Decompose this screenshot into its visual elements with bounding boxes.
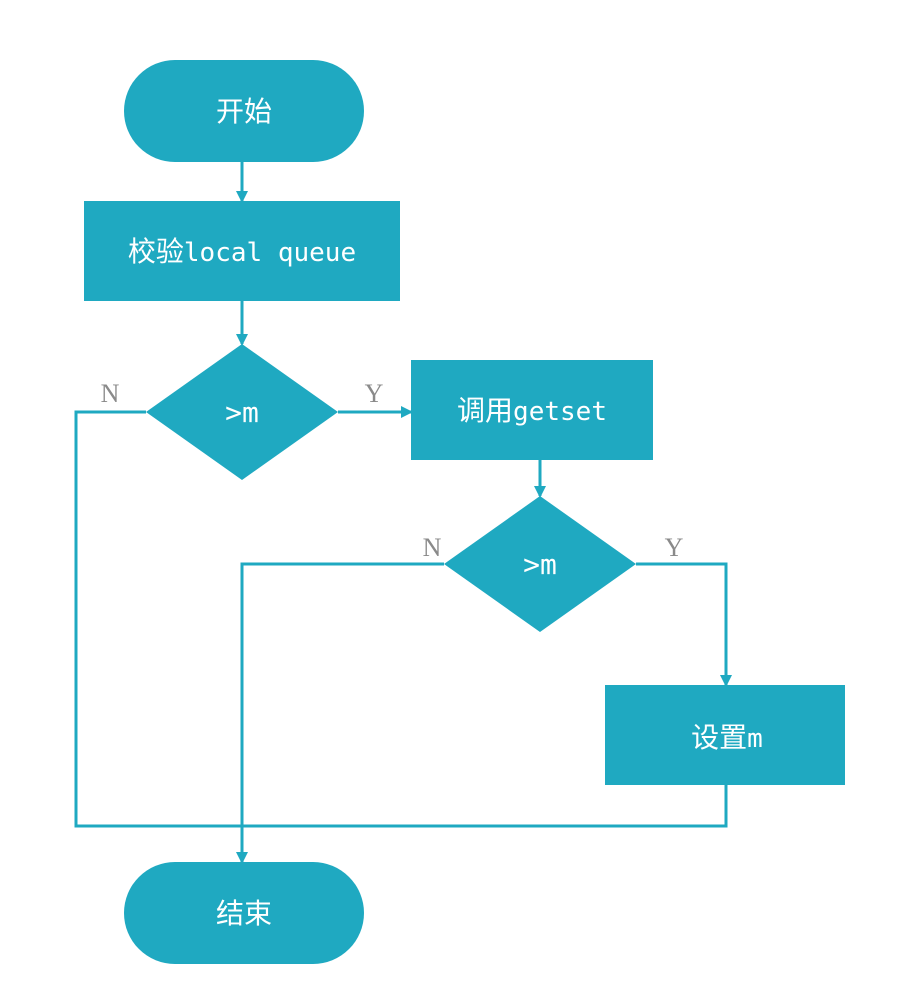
edge-set-m-merge xyxy=(242,785,728,828)
branch-label-decision1-yes: Y xyxy=(365,379,384,408)
node-start-label: 开始 xyxy=(216,95,272,128)
node-getset-label-code: getset xyxy=(513,397,607,427)
process-shape xyxy=(84,201,400,301)
branch-label-decision1-no: N xyxy=(101,379,120,408)
node-decision2-label: >m xyxy=(523,548,557,581)
node-set-m-label: 设置m xyxy=(691,721,763,754)
node-getset-label: 调用getset xyxy=(457,394,607,427)
node-set-m-label-code: m xyxy=(747,724,763,754)
node-validate-label-cn: 校验 xyxy=(128,235,184,268)
process-shape xyxy=(411,360,653,460)
node-end: 结束 xyxy=(124,862,364,964)
decision-shape xyxy=(444,496,636,632)
edge-decision1-no-loop xyxy=(74,410,242,828)
node-validate-label: 校验local queue xyxy=(128,235,356,268)
terminator-shape xyxy=(124,862,364,964)
node-set-m: 设置m xyxy=(605,685,845,785)
branch-labels: N Y N Y xyxy=(101,379,684,562)
node-start: 开始 xyxy=(124,60,364,162)
edge-decision2-no-to-end xyxy=(236,562,444,864)
node-getset: 调用getset xyxy=(411,360,653,460)
node-set-m-label-cn: 设置 xyxy=(691,721,747,754)
connectors xyxy=(74,162,732,864)
terminator-shape xyxy=(124,60,364,162)
edge-decision2-yes-to-set-m xyxy=(636,562,732,687)
node-validate-label-code: local queue xyxy=(184,238,356,268)
process-shape xyxy=(605,685,845,785)
node-getset-label-cn: 调用 xyxy=(457,394,513,427)
node-decision1-label: >m xyxy=(225,396,259,429)
node-end-label: 结束 xyxy=(216,897,272,930)
branch-label-decision2-yes: Y xyxy=(665,533,684,562)
node-validate: 校验local queue xyxy=(84,201,400,301)
branch-label-decision2-no: N xyxy=(423,533,442,562)
node-decision1: >m xyxy=(146,344,338,480)
decision-shape xyxy=(146,344,338,480)
node-decision2: >m xyxy=(444,496,636,632)
